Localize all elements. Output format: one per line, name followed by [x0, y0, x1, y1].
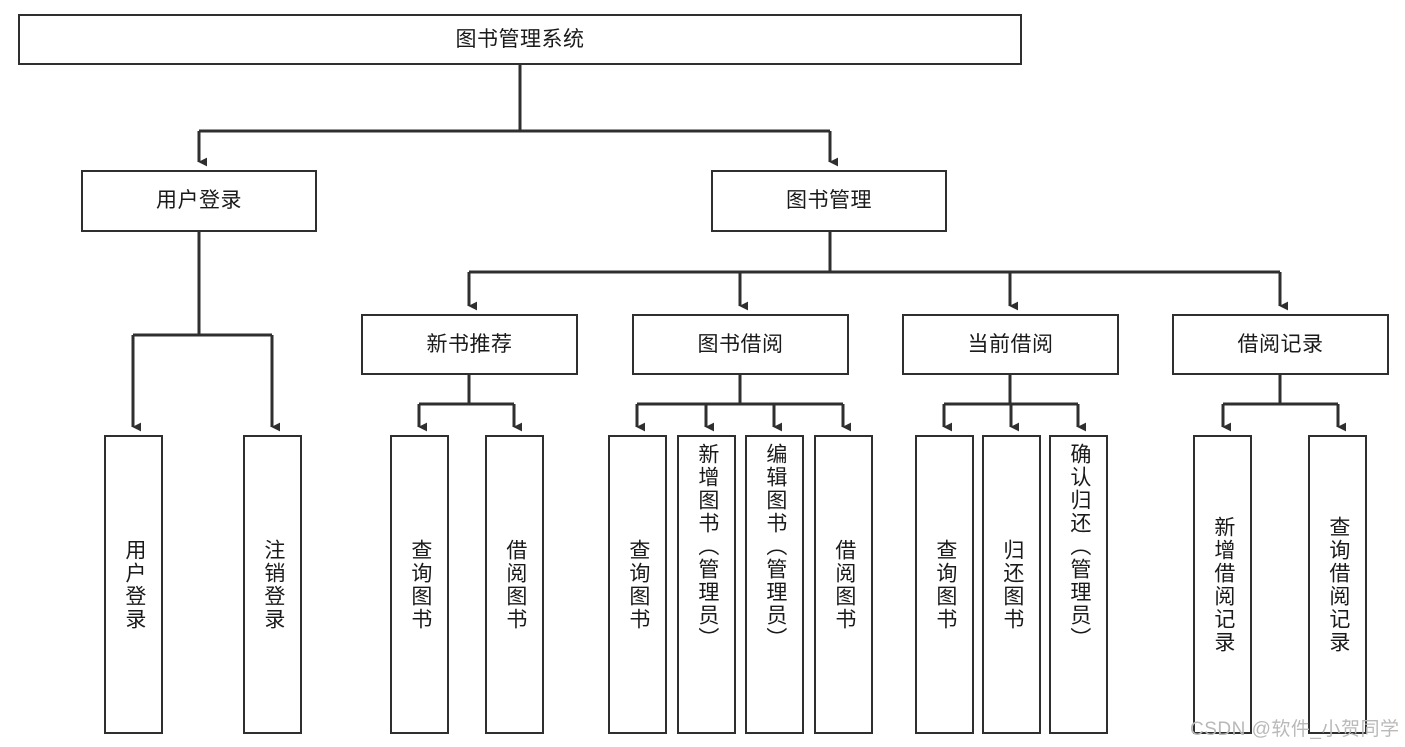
leaf-label: 归还图书 — [1000, 538, 1024, 631]
leaf-label: 借阅图书 — [503, 538, 527, 631]
node-book-borrow[interactable]: 图书借阅 — [632, 314, 849, 375]
leaf-book-borrow-add[interactable]: 新增图书（管理员） — [677, 435, 736, 734]
node-user-login-label: 用户登录 — [156, 189, 242, 213]
leaf-label: 编辑图书（管理员） — [763, 443, 787, 650]
leaf-label: 用户登录 — [122, 538, 146, 631]
node-root-label: 图书管理系统 — [455, 27, 585, 51]
leaf-book-borrow-borrow[interactable]: 借阅图书 — [814, 435, 873, 734]
node-borrow-record-label: 借阅记录 — [1237, 332, 1324, 356]
leaf-current-borrow-confirm-return[interactable]: 确认归还（管理员） — [1049, 435, 1108, 734]
leaf-new-book-query[interactable]: 查询图书 — [390, 435, 449, 734]
leaf-label: 借阅图书 — [832, 538, 856, 631]
leaf-borrow-record-query[interactable]: 查询借阅记录 — [1308, 435, 1367, 734]
node-book-borrow-label: 图书借阅 — [697, 332, 784, 356]
csdn-watermark: CSDN @软件_小贺同学 — [1190, 719, 1400, 740]
leaf-label: 查询图书 — [408, 538, 432, 631]
node-new-book-recommend-label: 新书推荐 — [426, 332, 513, 356]
leaf-user-login-login[interactable]: 用户登录 — [104, 435, 163, 734]
leaf-book-borrow-edit[interactable]: 编辑图书（管理员） — [745, 435, 804, 734]
leaf-label: 查询图书 — [626, 538, 650, 631]
node-book-management[interactable]: 图书管理 — [711, 170, 947, 232]
node-current-borrow-label: 当前借阅 — [967, 332, 1054, 356]
leaf-borrow-record-add[interactable]: 新增借阅记录 — [1193, 435, 1252, 734]
leaf-new-book-borrow[interactable]: 借阅图书 — [485, 435, 544, 734]
leaf-label: 新增借阅记录 — [1211, 515, 1235, 654]
leaf-label: 查询图书 — [933, 538, 957, 631]
node-new-book-recommend[interactable]: 新书推荐 — [361, 314, 578, 375]
node-root-book-management-system[interactable]: 图书管理系统 — [18, 14, 1022, 65]
node-book-management-label: 图书管理 — [786, 189, 872, 213]
leaf-label: 新增图书（管理员） — [695, 443, 719, 650]
leaf-current-borrow-query[interactable]: 查询图书 — [915, 435, 974, 734]
leaf-current-borrow-return[interactable]: 归还图书 — [982, 435, 1041, 734]
leaf-label: 注销登录 — [261, 538, 285, 631]
leaf-book-borrow-query[interactable]: 查询图书 — [608, 435, 667, 734]
leaf-label: 查询借阅记录 — [1326, 515, 1350, 654]
leaf-label: 确认归还（管理员） — [1067, 443, 1091, 650]
node-user-login[interactable]: 用户登录 — [81, 170, 317, 232]
node-current-borrow[interactable]: 当前借阅 — [902, 314, 1119, 375]
node-borrow-record[interactable]: 借阅记录 — [1172, 314, 1389, 375]
leaf-user-login-logout[interactable]: 注销登录 — [243, 435, 302, 734]
